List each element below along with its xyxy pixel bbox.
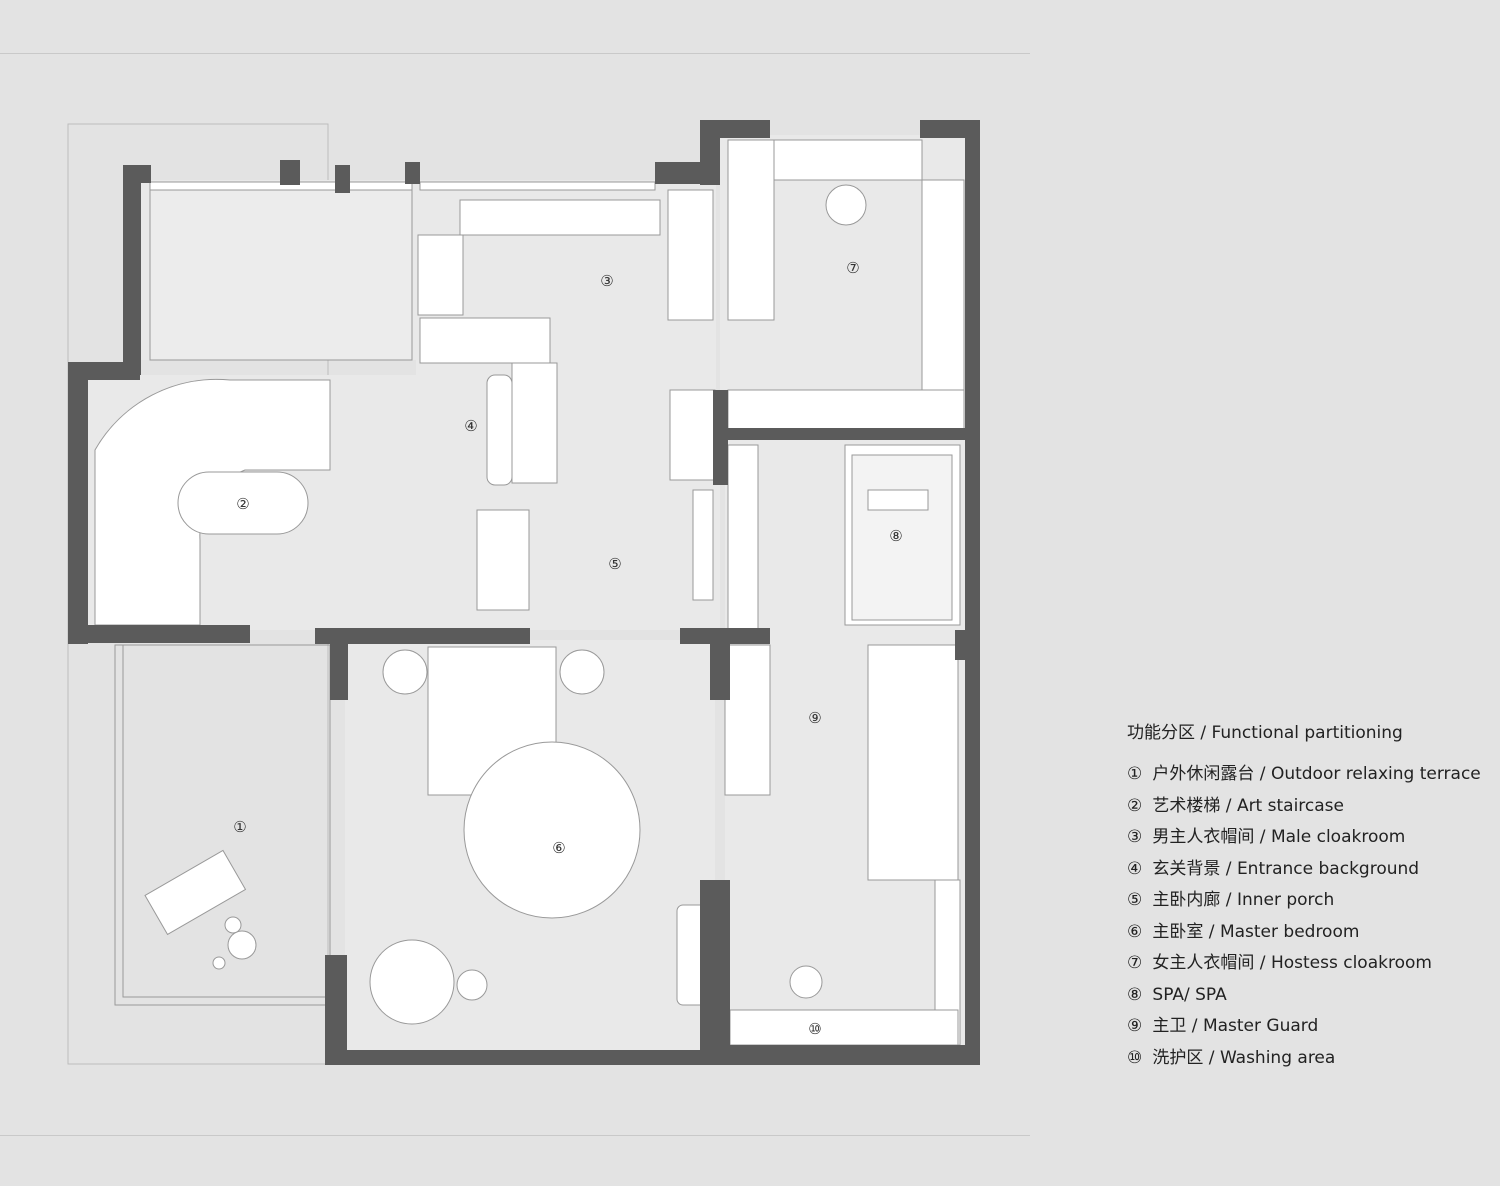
- furniture: [94, 139, 965, 1046]
- legend-number: ④: [1127, 858, 1143, 879]
- room-label-1: ①: [233, 818, 246, 836]
- legend-item: ③ 男主人衣帽间 / Male cloakroom: [1127, 822, 1481, 854]
- legend-number: ⑦: [1127, 953, 1143, 973]
- legend-item: ⑩ 洗护区 / Washing area: [1127, 1043, 1481, 1075]
- room-label-7: ⑦: [846, 259, 859, 277]
- room-label-3: ③: [600, 272, 613, 290]
- walls: [68, 120, 980, 1065]
- legend-text: 主卧内廊 / Inner porch: [1152, 890, 1335, 910]
- legend-text: 玄关背景 / Entrance background: [1152, 858, 1420, 879]
- bottom-rule: [0, 1135, 1030, 1136]
- legend-item: ⑧ SPA/ SPA: [1127, 980, 1481, 1012]
- legend-text: 户外休闲露台 / Outdoor relaxing terrace: [1152, 764, 1481, 784]
- legend-item: ⑥ 主卧室 / Master bedroom: [1127, 917, 1481, 949]
- room-label-10: ⑩: [808, 1020, 821, 1038]
- terrace-outline: [114, 644, 331, 1006]
- floor-plan: ① ② ③ ④ ⑤ ⑥ ⑦ ⑧ ⑨ ⑩: [67, 120, 980, 1065]
- legend-text: 主卫 / Master Guard: [1152, 1016, 1319, 1036]
- room-label-2: ②: [236, 495, 249, 513]
- room-labels: ① ② ③ ④ ⑤ ⑥ ⑦ ⑧ ⑨ ⑩: [233, 259, 902, 1038]
- top-rule: [0, 53, 1030, 54]
- legend-number: ⑩: [1127, 1047, 1143, 1068]
- room-label-9: ⑨: [808, 709, 821, 727]
- legend-title: 功能分区 / Functional partitioning: [1127, 723, 1403, 743]
- room-label-8: ⑧: [889, 527, 902, 545]
- legend-text: 女主人衣帽间 / Hostess cloakroom: [1152, 953, 1432, 973]
- legend-item: ② 艺术楼梯 / Art staircase: [1127, 791, 1481, 823]
- legend-text: 洗护区 / Washing area: [1152, 1047, 1336, 1068]
- legend-item: ⑤ 主卧内廊 / Inner porch: [1127, 885, 1481, 917]
- legend-item: ⑦ 女主人衣帽间 / Hostess cloakroom: [1127, 948, 1481, 980]
- legend-number: ⑤: [1127, 890, 1143, 910]
- legend-number: ③: [1127, 827, 1143, 847]
- legend-number: ②: [1127, 795, 1143, 816]
- legend-number: ⑥: [1127, 921, 1143, 942]
- legend-text: 艺术楼梯 / Art staircase: [1152, 795, 1344, 816]
- legend-item: ⑨ 主卫 / Master Guard: [1127, 1011, 1481, 1043]
- legend-text: 男主人衣帽间 / Male cloakroom: [1152, 827, 1406, 847]
- legend-number: ⑨: [1127, 1016, 1143, 1036]
- room-label-6: ⑥: [552, 839, 565, 857]
- legend-text: SPA/ SPA: [1152, 984, 1227, 1005]
- legend-number: ①: [1127, 764, 1143, 784]
- legend: 功能分区 / Functional partitioning ① 户外休闲露台 …: [1127, 718, 1481, 1074]
- legend-number: ⑧: [1127, 984, 1143, 1005]
- room-label-5: ⑤: [608, 555, 621, 573]
- legend-text: 主卧室 / Master bedroom: [1152, 921, 1360, 942]
- room-label-4: ④: [464, 417, 477, 435]
- legend-item: ① 户外休闲露台 / Outdoor relaxing terrace: [1127, 759, 1481, 791]
- legend-item: ④ 玄关背景 / Entrance background: [1127, 854, 1481, 886]
